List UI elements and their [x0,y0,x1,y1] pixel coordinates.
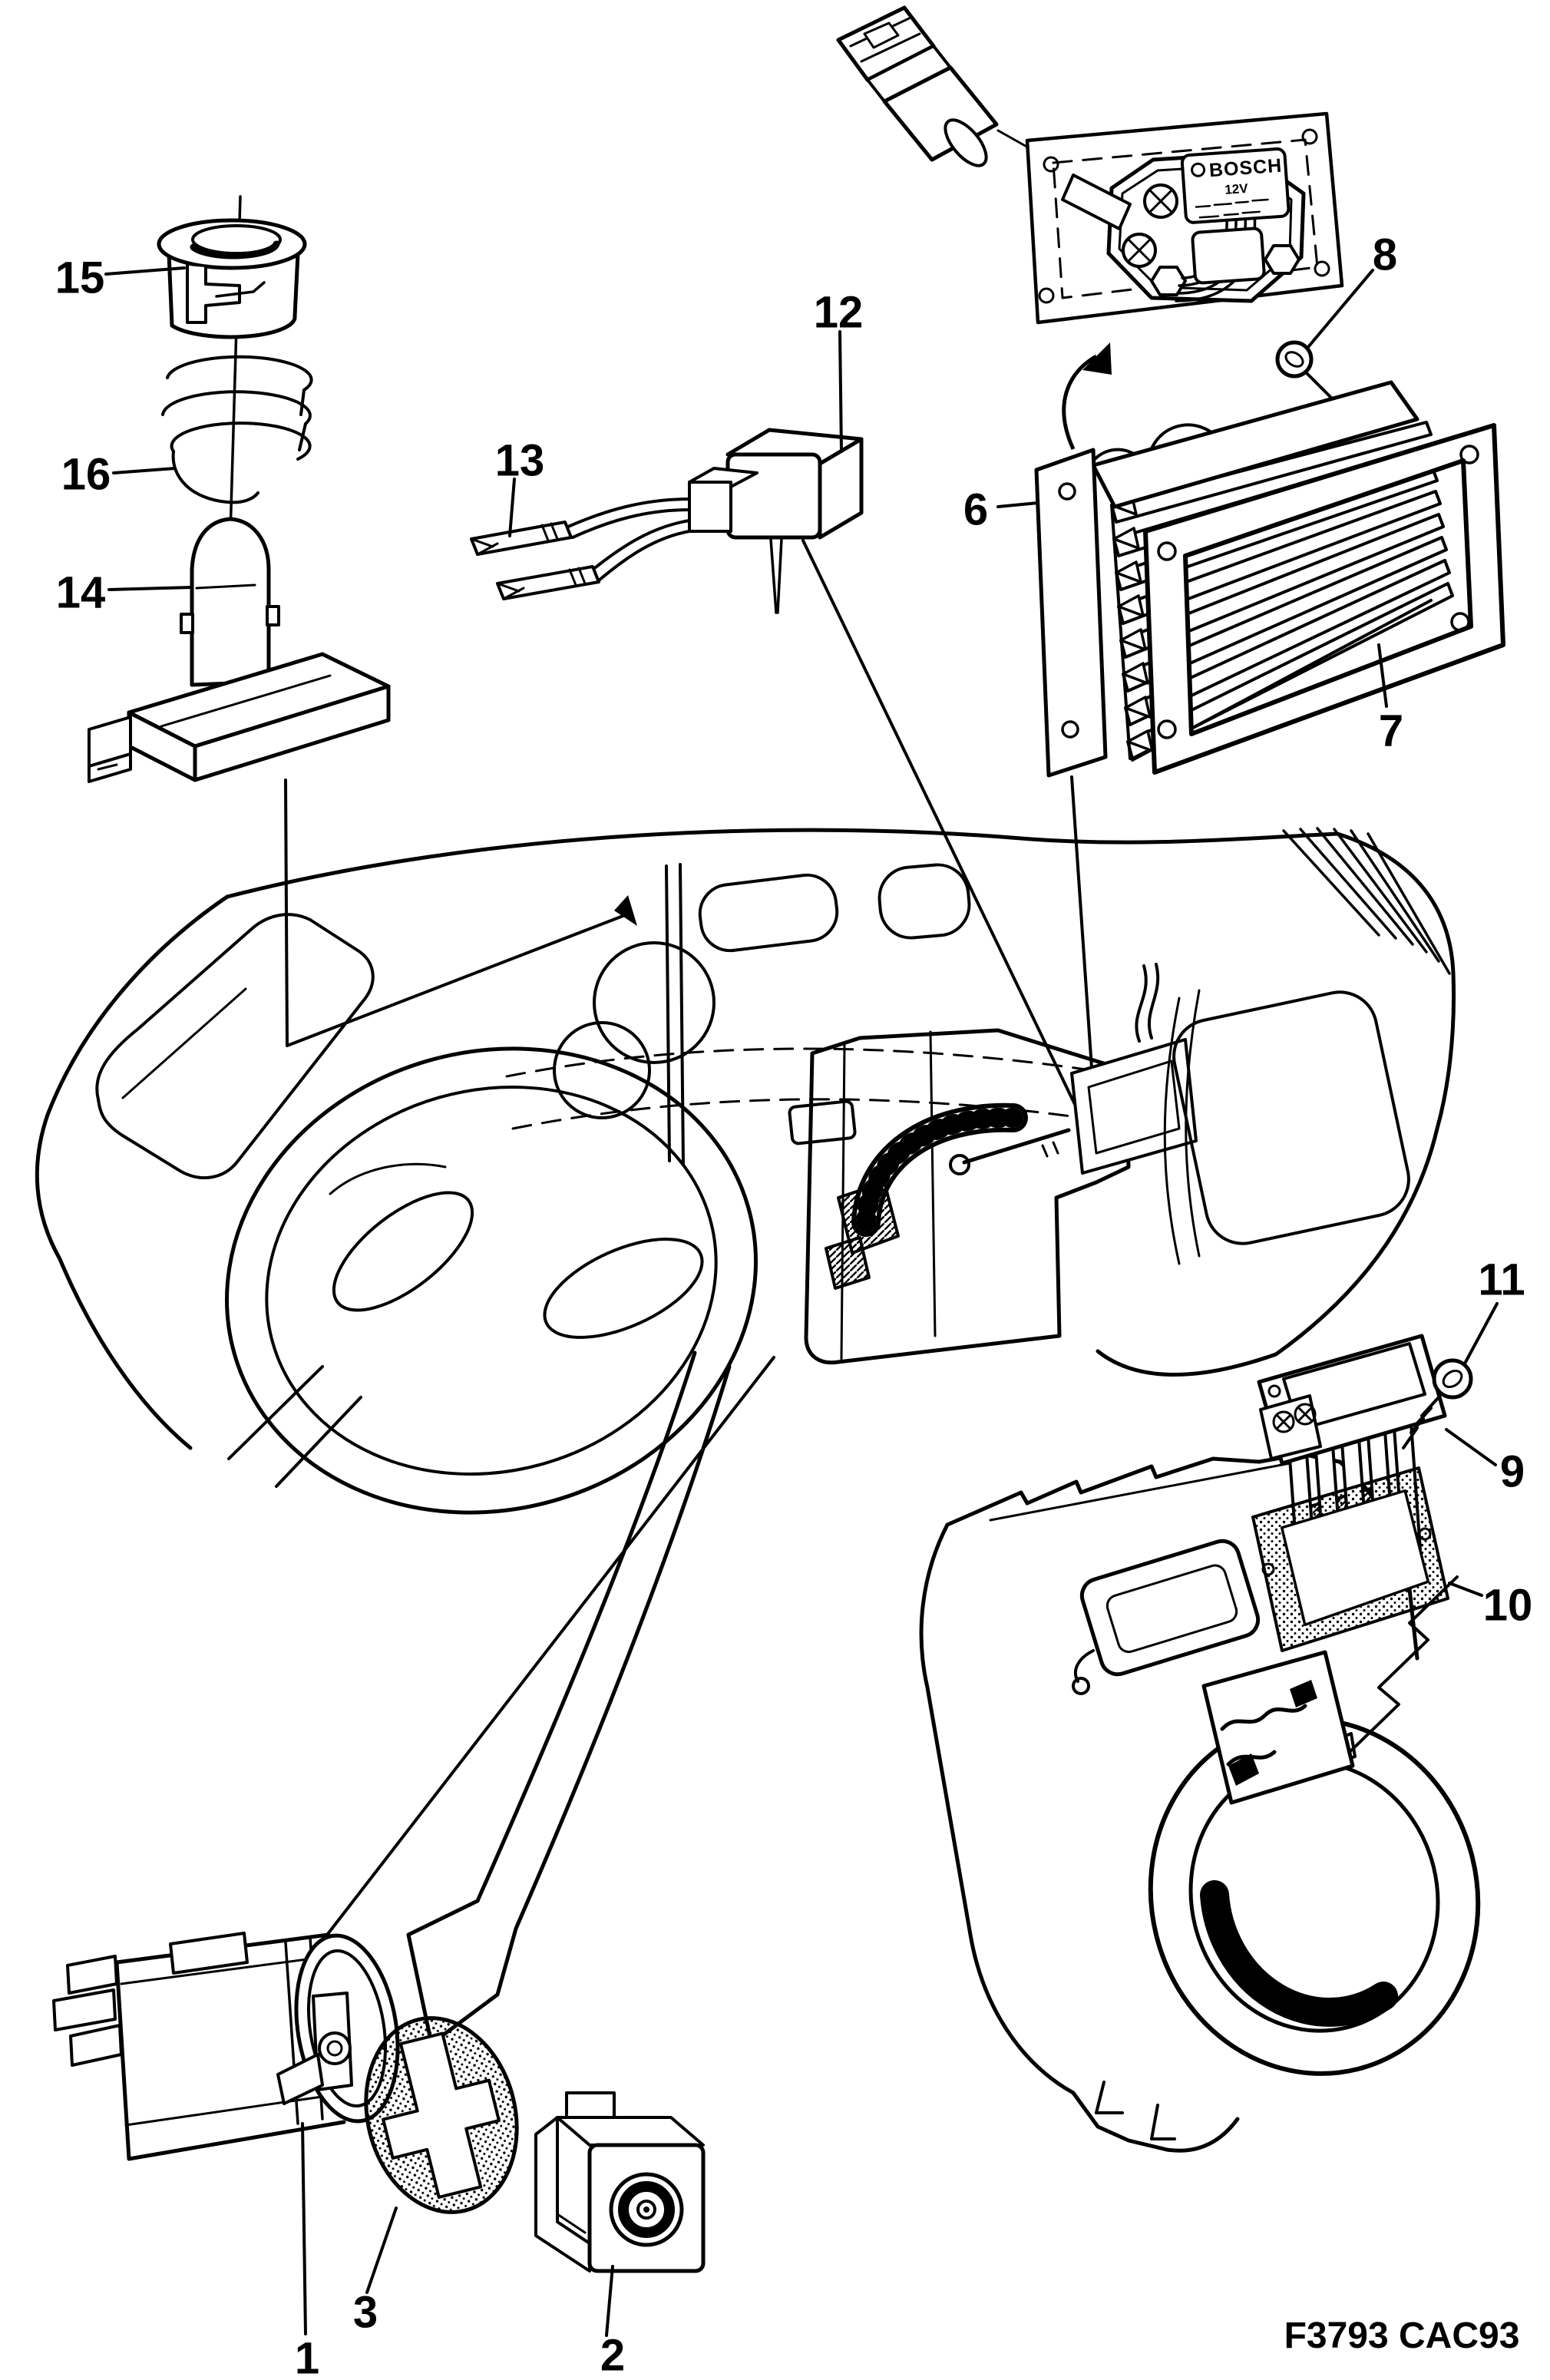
hose-connector [837,1181,900,1254]
part-9-10-11-resistor-group [1251,1302,1499,1652]
part-7-leader-line [1377,643,1388,708]
side-vent-2 [553,1021,651,1119]
part-3-leader-line [365,2206,398,2294]
center-vent [698,873,839,953]
part-12-leader-line [838,330,843,453]
dash-top-edge [225,828,1340,899]
part-15-retainer-ring [157,218,307,339]
install-direction-arrow-icon [614,895,637,926]
callout-label-9: 9 [1500,1447,1525,1497]
callout-label-15: 15 [55,253,105,303]
part-6-7-grilles [996,380,1505,1159]
part-12-13-switch-with-leads [470,330,1093,1141]
harness-connector [836,5,1112,195]
mounting-bolt [962,1128,1071,1165]
part-1-leader-line [301,2122,307,2335]
bosch-voltage-text: 12V [1224,181,1249,197]
callout-label-8: 8 [1373,230,1397,280]
callout-label-14: 14 [56,568,106,618]
part-16-spring [161,355,313,504]
callout-labels-layer: 15 16 14 13 12 8 6 7 11 9 10 13 2 [55,230,1533,2380]
steering-wheel [225,1046,758,1515]
callout-label-13: 13 [495,436,545,486]
part-3-gasket-disc [364,2016,519,2294]
part-2-leader-line [605,2265,614,2337]
part-13-spade-terminals [470,497,691,600]
explode-arrow-group [321,1350,775,2046]
cluster-bezel [95,913,375,1180]
bosch-label [1180,147,1291,224]
relay-box [1079,1539,1261,1677]
callout-label-2: 2 [600,2331,625,2380]
part-14-install-leader [284,778,637,1047]
part-11-screw [1402,1358,1473,1449]
spoke-opening [332,1191,474,1312]
part-7-frame [1143,423,1505,775]
dash-left-edge [35,894,230,1450]
bosch-brand-text: BOSCH [1208,155,1283,182]
a-pillar-hatching [1282,827,1451,975]
break-line [1348,1575,1459,1754]
part-14-bulb-holder [88,517,391,783]
part-9-leader-line [1445,1428,1497,1466]
callout-label-1: 1 [295,2334,319,2380]
part-15-16-14-illumination-assembly [88,195,637,1047]
callout-label-12: 12 [814,288,864,338]
callout-label-7: 7 [1379,706,1403,756]
part-13-leader-line [508,478,516,537]
part-1-install-leader [321,1356,775,1942]
part-12-install-leader [801,539,1093,1141]
center-vent-2 [877,863,971,940]
part-6-louver-box-top [1091,380,1419,509]
heater-wires [1135,963,1160,1043]
part-6-flange [1034,448,1108,778]
part-2-socket-bracket [534,2091,706,2337]
callout-label-16: 16 [61,450,111,500]
flip-up-arrow [1062,342,1112,451]
part-6-leader-line [996,501,1039,508]
flip-up-arrow-icon [1082,342,1112,375]
glove-box [1172,990,1410,1245]
part-10-leader-line [1448,1582,1483,1597]
dashboard-illustration [35,827,1456,1515]
part-12-switch-body [688,428,864,614]
side-vent [593,941,716,1064]
part-11-leader-line [1463,1302,1499,1365]
heater-control-console [788,963,1198,1365]
callout-label-11: 11 [1478,1255,1525,1305]
callout-label-3: 3 [353,2288,378,2338]
blower-heater-unit [919,1452,1481,2153]
part-10-gasket-frame [1251,1466,1449,1652]
inset-dashed-border [1052,138,1319,299]
callout-label-6: 6 [963,485,988,535]
dash-right-edge [1096,831,1456,1377]
part-1-cigarette-lighter [52,1932,400,2335]
hidden-line [505,1047,1113,1078]
callout-label-10: 10 [1483,1581,1533,1631]
figure-code: F3793 CAC93 [1284,2316,1520,2356]
spoke-opening-2 [543,1238,704,1339]
inset-detail-panel [1025,111,1344,325]
